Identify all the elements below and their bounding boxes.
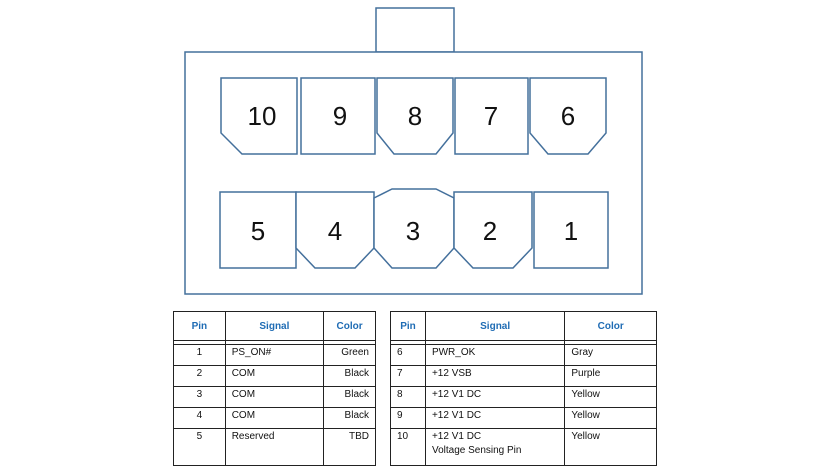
header-color: Color [564,311,657,341]
pin-cell: 4 [173,407,226,429]
table-row: 2 COM Black [173,365,376,387]
signal-cell: Reserved [224,428,325,466]
pin-7-label: 7 [484,101,498,131]
table-row: 5 Reserved TBD [173,428,376,466]
color-cell: Green [323,344,376,366]
pin-3: 3 [373,188,455,269]
pin-cell: 6 [390,344,426,366]
pin-6-label: 6 [561,101,575,131]
pin-cell: 5 [173,428,226,466]
pin-cell: 10 [390,428,426,466]
header-color: Color [323,311,376,341]
signal-cell: PS_ON# [224,344,325,366]
pin-cell: 9 [390,407,426,429]
pin-6: 6 [529,77,607,155]
table-row: 3 COM Black [173,386,376,408]
signal-cell: +12 VSB [424,365,566,387]
table-row: 9 +12 V1 DC Yellow [390,407,657,429]
color-cell: Yellow [564,407,657,429]
color-cell: Black [323,386,376,408]
pin-5-label: 5 [251,216,265,246]
pin-cell: 3 [173,386,226,408]
pin-1-label: 1 [564,216,578,246]
pin-2: 2 [453,191,533,269]
connector-latch [375,7,455,53]
table-header: Pin Signal Color [390,311,657,341]
pin-10-label: 10 [248,101,277,131]
color-cell: Black [323,365,376,387]
signal-cell: COM [224,386,325,408]
signal-cell: PWR_OK [424,344,566,366]
table-header: Pin Signal Color [173,311,376,341]
pin-table-right: Pin Signal Color 6 PWR_OK Gray 7 +12 VSB… [390,311,657,466]
table-row: 8 +12 V1 DC Yellow [390,386,657,408]
pin-9: 9 [300,77,376,155]
pin-4: 4 [295,191,375,269]
header-pin: Pin [390,311,426,341]
header-pin: Pin [173,311,226,341]
signal-cell: +12 V1 DC Voltage Sensing Pin [424,428,566,466]
color-cell: Yellow [564,428,657,466]
signal-cell: COM [224,407,325,429]
pin-8: 8 [376,77,454,155]
pin-7: 7 [454,77,529,155]
color-cell: Black [323,407,376,429]
color-cell: Gray [564,344,657,366]
signal-cell: +12 V1 DC [424,407,566,429]
pin-3-label: 3 [406,216,420,246]
pin-5: 5 [219,191,297,269]
pin-cell: 1 [173,344,226,366]
pin-table-left: Pin Signal Color 1 PS_ON# Green 2 COM Bl… [173,311,376,466]
color-cell: TBD [323,428,376,466]
pin-8-label: 8 [408,101,422,131]
signal-note: Voltage Sensing Pin [431,445,522,456]
pin-cell: 8 [390,386,426,408]
signal-text: +12 V1 DC [431,431,482,442]
table-row: 10 +12 V1 DC Voltage Sensing Pin Yellow [390,428,657,466]
pin-10: 10 [220,77,298,155]
pin-9-label: 9 [333,101,347,131]
table-row: 6 PWR_OK Gray [390,344,657,366]
color-cell: Yellow [564,386,657,408]
header-signal: Signal [224,311,325,341]
table-row: 7 +12 VSB Purple [390,365,657,387]
color-cell: Purple [564,365,657,387]
pin-cell: 2 [173,365,226,387]
pin-1: 1 [533,191,609,269]
signal-cell: COM [224,365,325,387]
pin-cell: 7 [390,365,426,387]
table-row: 4 COM Black [173,407,376,429]
table-row: 1 PS_ON# Green [173,344,376,366]
connector-diagram: 10 9 8 7 6 5 4 3 2 1 [184,7,643,295]
signal-cell: +12 V1 DC [424,386,566,408]
pin-4-label: 4 [328,216,342,246]
header-signal: Signal [424,311,566,341]
pin-2-label: 2 [483,216,497,246]
